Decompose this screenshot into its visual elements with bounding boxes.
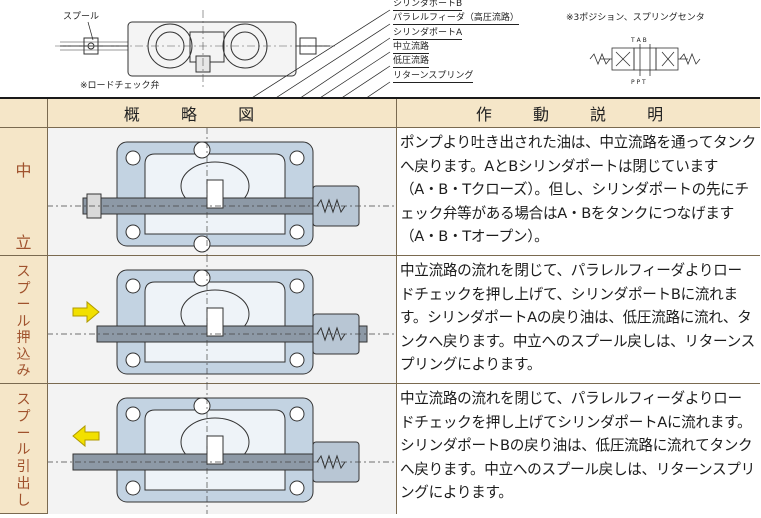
label-low-pressure-passage: 低圧流路 <box>393 56 430 68</box>
row-label-neutral-bottom: 立 <box>15 233 32 252</box>
row-label-pull-char: プ <box>16 408 31 425</box>
label-spool: スプール <box>63 12 100 22</box>
operation-table: 概 略 図 作 動 説 明 中 立 ス プ ー ル 押 込 み ス プ ー ル … <box>0 97 760 514</box>
row-label-pull-char: ス <box>16 392 31 408</box>
symbol-port-labels-bottom: P P T <box>631 79 646 86</box>
arrow-right-icon <box>72 300 100 324</box>
row-label-pull-char: し <box>16 492 31 509</box>
row-label-pull-char: 出 <box>16 475 31 492</box>
description-push: 中立流路の流れを閉じて、パラレルフィーダよりロードチェックを押し上げて、シリンダ… <box>397 256 760 384</box>
label-parallel-feeder: パラレルフィーダ（高圧流路） <box>393 13 519 25</box>
arrow-left-icon <box>72 424 100 448</box>
description-neutral: ポンプより吐き出された油は、中立流路を通ってタンクへ戻ります。AとBシリンダポー… <box>397 128 760 256</box>
row-label-push-char: ー <box>16 297 31 313</box>
label-rod-check-valve: ※ロードチェック弁 <box>80 81 160 91</box>
label-cylinder-port-b: シリンダポートB <box>393 0 463 11</box>
row-label-push-char: 押 <box>16 330 31 346</box>
row-label-neutral-top: 中 <box>15 161 32 180</box>
label-three-position-note: ※3ポジション、スプリングセンタ <box>566 13 705 23</box>
diagram-cell-pull <box>47 384 397 514</box>
symbol-port-labels-top: T A B <box>631 37 647 44</box>
top-drawing-area: スプール ※ロードチェック弁 シリンダポートB パラレルフィーダ（高圧流路） ※… <box>0 0 761 97</box>
row-label-cell-neutral <box>0 128 47 256</box>
diagram-cell-push <box>47 256 397 384</box>
row-label-push: ス プ ー ル 押 込 み <box>0 264 47 380</box>
row-label-pull-char: 引 <box>16 459 31 476</box>
top-valve-drawing <box>55 9 701 97</box>
row-label-push-char: 込 <box>16 346 31 363</box>
header-description: 作 動 説 明 <box>397 99 760 128</box>
description-pull: 中立流路の流れを閉じて、パラレルフィーダよりロードチェックを押し上げてシリンダポ… <box>400 390 755 502</box>
row-label-cell-pull <box>0 384 47 514</box>
label-return-spring: リターンスプリング <box>393 71 474 83</box>
row-label-pull: ス プ ー ル 引 出 し <box>0 392 47 510</box>
grid-line <box>47 99 48 514</box>
row-label-pull-char: ル <box>16 442 31 459</box>
row-label-cell-push <box>0 256 47 384</box>
label-cylinder-port-a: シリンダポートA <box>393 28 463 40</box>
valve-body <box>47 128 397 256</box>
grid-line <box>396 99 397 514</box>
valve-section-diagram-push <box>47 256 397 384</box>
label-center-passage: 中立流路 <box>393 42 430 54</box>
row-label-push-char: み <box>16 363 31 379</box>
spool-valve-symbol <box>589 44 701 76</box>
header-diagram: 概 略 図 <box>0 99 397 128</box>
row-label-push-char: ル <box>16 313 31 330</box>
row-label-pull-char: ー <box>16 425 31 442</box>
valve-section-diagram-pull <box>47 384 397 514</box>
diagram-cell-neutral <box>47 128 397 256</box>
valve-section-diagram-neutral <box>47 128 397 256</box>
row-label-push-char: ス <box>16 264 31 280</box>
row-label-push-char: プ <box>16 280 31 297</box>
